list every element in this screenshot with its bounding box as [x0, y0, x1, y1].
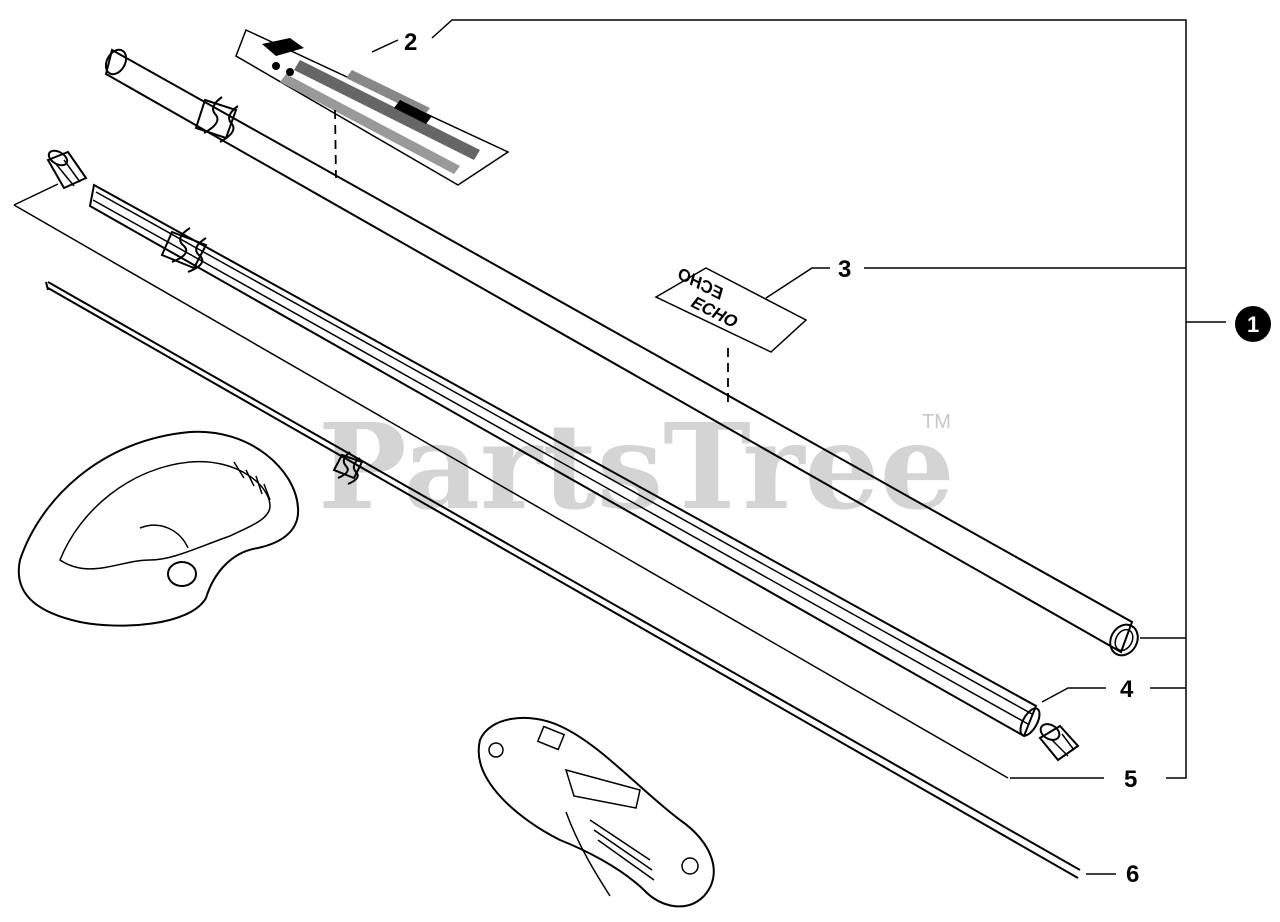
liner: [88, 183, 1041, 738]
callout-2: 2: [404, 29, 417, 56]
callout-4: 4: [1120, 676, 1134, 703]
throttle-handle: [477, 716, 715, 908]
warning-decal: [235, 28, 510, 186]
watermark: PartsTree: [318, 397, 955, 536]
callout-6: 6: [1126, 861, 1139, 888]
leader-lines: [371, 19, 1226, 875]
echo-decal: ECHO ECHO: [654, 264, 808, 405]
callout-1: 1: [1247, 312, 1259, 337]
bushing-bottom: [1038, 723, 1080, 762]
drive-shaft: [45, 281, 1081, 879]
outer-tube: [104, 48, 1139, 657]
bushing-top: [46, 149, 88, 190]
watermark-trademark: TM: [922, 411, 951, 433]
callout-5: 5: [1124, 766, 1137, 793]
loop-handle: [17, 430, 300, 627]
callout-3: 3: [838, 256, 851, 283]
callout-1-badge: [1235, 306, 1271, 342]
